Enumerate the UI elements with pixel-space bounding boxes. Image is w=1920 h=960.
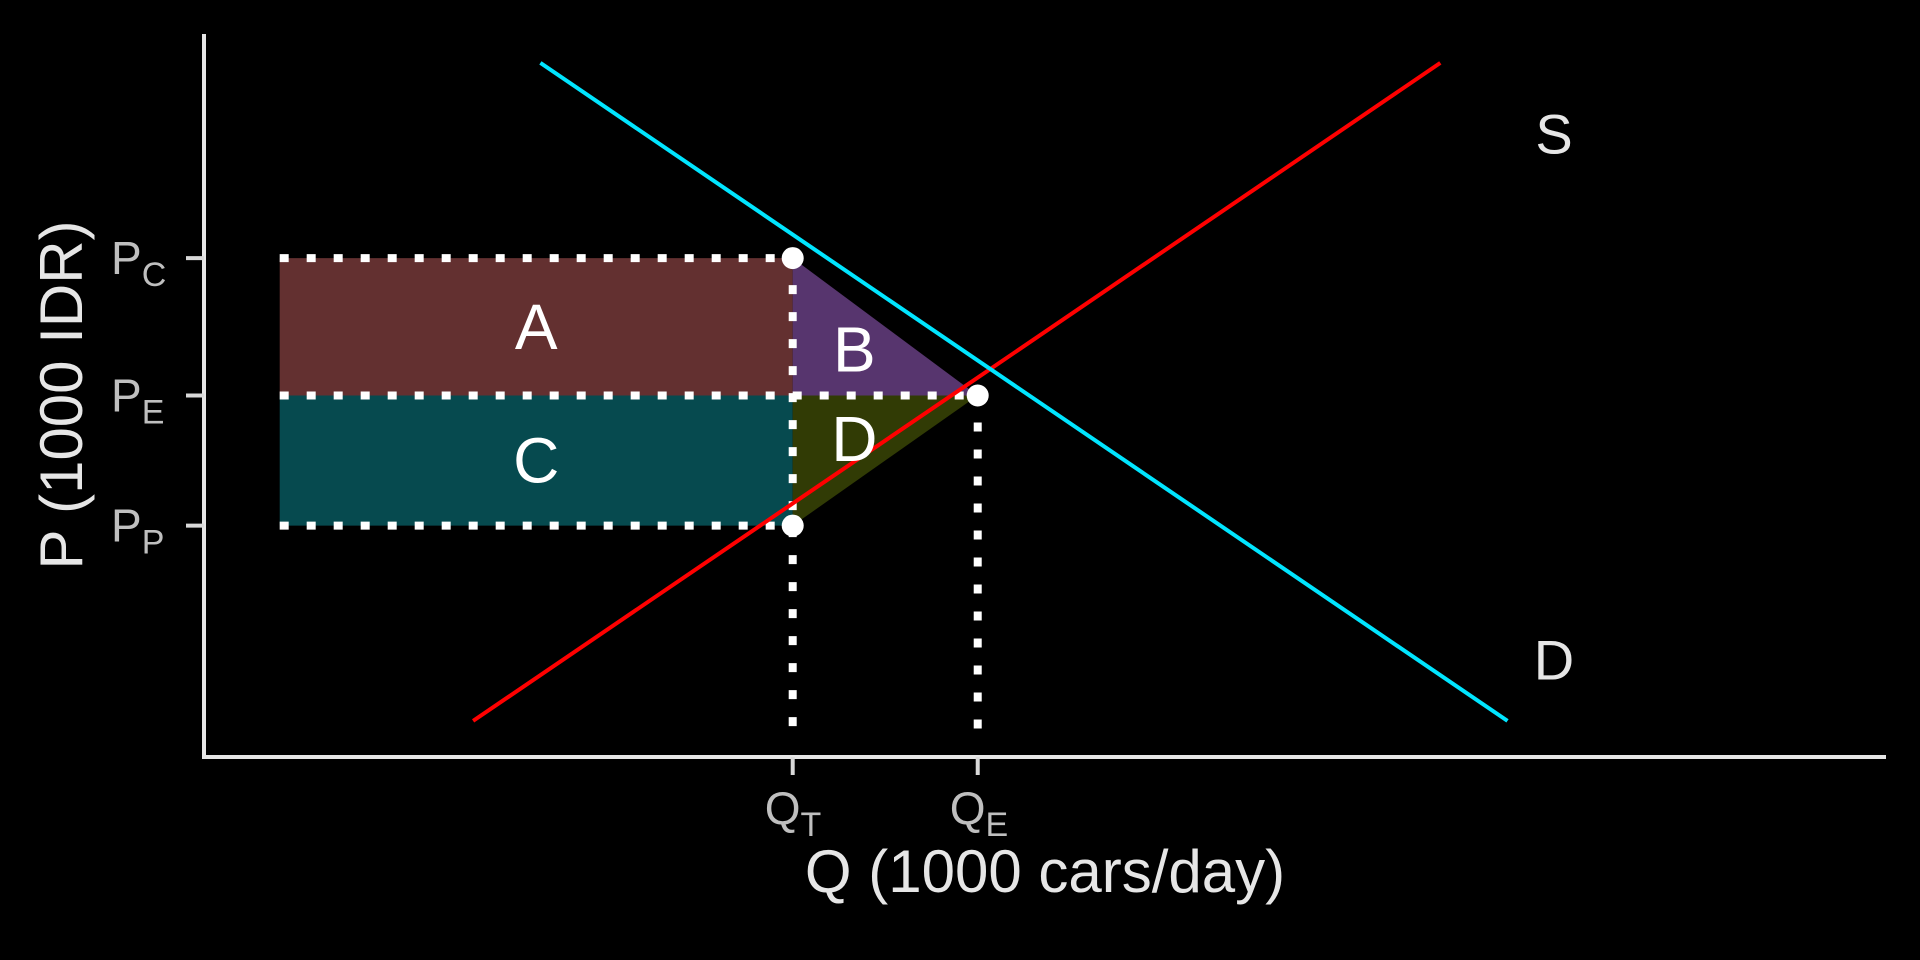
equilibrium-point: [966, 384, 989, 407]
tax-consumer-point: [781, 247, 804, 270]
y-axis-title: P (1000 IDR): [28, 220, 95, 569]
region-c: [279, 395, 793, 526]
s-curve: [471, 61, 1442, 723]
supply-curve-label: S: [1535, 103, 1572, 166]
region-label-d: D: [831, 403, 877, 475]
region-a: [279, 258, 793, 396]
marked-points: [781, 247, 989, 537]
y-tick-label-pp: PP: [111, 500, 164, 562]
region-b: [792, 258, 978, 396]
demand-curve-label: D: [1534, 629, 1574, 692]
y-tick-label-pe: PE: [111, 370, 164, 432]
region-label-a: A: [515, 291, 558, 363]
surplus-regions: [279, 258, 978, 526]
y-tick-label-pc: PC: [111, 232, 166, 294]
region-d: [792, 395, 978, 526]
x-axis-title: Q (1000 cars/day): [805, 838, 1285, 905]
dotted-guide-lines: [279, 254, 982, 737]
region-label-b: B: [833, 314, 876, 386]
x-tick-label-qt: QT: [765, 782, 822, 844]
region-and-curve-labels: A B C D S D: [513, 103, 1574, 692]
x-tick-label-qe: QE: [950, 782, 1008, 844]
supply-demand-curves: [471, 61, 1509, 723]
d-curve: [539, 61, 1509, 723]
tax-producer-point: [781, 514, 804, 537]
region-label-c: C: [513, 425, 559, 497]
axis-ticks: PC PE PP QT QE: [111, 232, 1008, 844]
